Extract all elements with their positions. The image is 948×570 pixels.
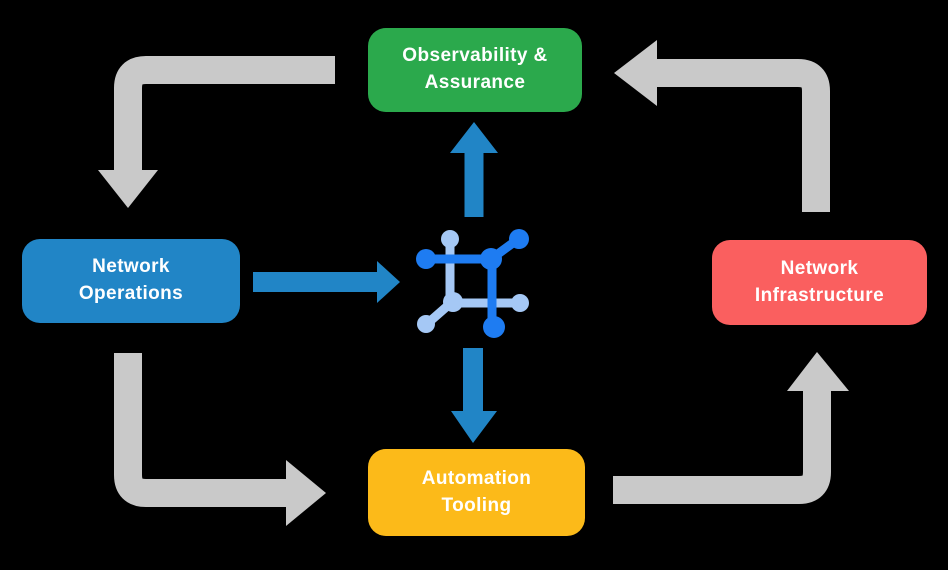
node-label-line2: Tooling	[441, 494, 512, 516]
arrow-operations-to-automation	[114, 353, 326, 526]
node-observability-assurance: Observability & Assurance	[368, 28, 582, 112]
node-label-line2: Operations	[78, 283, 184, 304]
node-label-line2: Assurance	[424, 72, 526, 93]
arrow-infrastructure-to-observability	[614, 40, 830, 212]
arrow-observability-to-operations	[98, 56, 335, 208]
node-label-line1: Automation	[421, 467, 532, 489]
arrow-operations-to-center	[253, 261, 400, 303]
node-automation-tooling: Automation Tooling	[368, 449, 585, 536]
node-label-line1: Network	[92, 256, 170, 278]
network-mesh-icon	[416, 229, 529, 338]
node-network-infrastructure: Network Infrastructure	[712, 240, 927, 325]
arrow-automation-to-infrastructure	[613, 352, 849, 504]
node-network-operations: Network Operations	[22, 239, 240, 323]
node-label-line1: Observability &	[402, 45, 548, 67]
arrow-center-to-automation	[451, 348, 497, 443]
arrow-center-to-observability	[450, 122, 498, 217]
node-label-line2: Infrastructure	[754, 284, 885, 306]
node-label-line1: Network	[780, 257, 859, 279]
